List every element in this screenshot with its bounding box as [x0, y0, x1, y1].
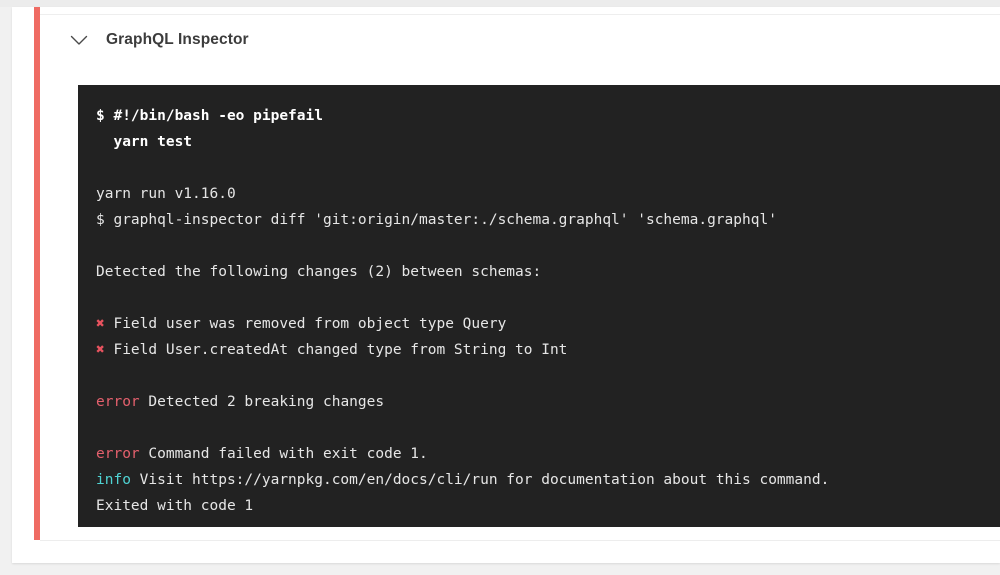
terminal-line: [96, 363, 996, 389]
terminal-line: [96, 155, 996, 181]
terminal-line: ✖ Field user was removed from object typ…: [96, 311, 996, 337]
terminal-line-text: Detected 2 breaking changes: [139, 394, 385, 410]
terminal-line: $ graphql-inspector diff 'git:origin/mas…: [96, 207, 996, 233]
terminal-line-text: Field User.createdAt changed type from S…: [104, 342, 568, 358]
terminal-line-text: Command failed with exit code 1.: [139, 446, 428, 462]
terminal-command-text: yarn test: [96, 134, 193, 150]
terminal-line: [96, 285, 996, 311]
terminal-line: info Visit https://yarnpkg.com/en/docs/c…: [96, 467, 996, 493]
terminal-line-text: Visit https://yarnpkg.com/en/docs/cli/ru…: [130, 472, 830, 488]
terminal-line-text: Detected the following changes (2) betwe…: [96, 264, 542, 280]
terminal-log-panel[interactable]: $ #!/bin/bash -eo pipefail yarn test yar…: [78, 85, 1000, 527]
terminal-line: Exited with code 1: [96, 493, 996, 519]
log-level-token: error: [96, 394, 140, 410]
log-level-token: info: [96, 472, 131, 488]
terminal-line: ✖ Field User.createdAt changed type from…: [96, 337, 996, 363]
job-status-accent-bar: [34, 7, 40, 540]
cross-icon: ✖: [96, 316, 105, 332]
terminal-command-text: $ #!/bin/bash -eo pipefail: [96, 108, 323, 124]
terminal-line: Detected the following changes (2) betwe…: [96, 259, 996, 285]
terminal-log-lines: $ #!/bin/bash -eo pipefail yarn test yar…: [78, 85, 1000, 527]
cross-icon: ✖: [96, 342, 105, 358]
top-gutter-strip: [0, 0, 1000, 7]
job-header-toggle[interactable]: GraphQL Inspector: [40, 8, 1000, 72]
terminal-line: error Detected 2 breaking changes: [96, 389, 996, 415]
terminal-line-text: Exited with code 1: [96, 498, 254, 514]
terminal-line: yarn test: [96, 129, 996, 155]
terminal-line-text: yarn run v1.16.0: [96, 186, 236, 202]
terminal-line: [96, 415, 996, 441]
chevron-down-icon[interactable]: [66, 27, 92, 53]
terminal-line: yarn run v1.16.0: [96, 181, 996, 207]
job-title: GraphQL Inspector: [106, 30, 249, 48]
terminal-line: error Command failed with exit code 1.: [96, 441, 996, 467]
header-top-divider: [40, 14, 1000, 15]
card-footer: [40, 541, 1000, 563]
log-level-token: error: [96, 446, 140, 462]
job-card: GraphQL Inspector $ #!/bin/bash -eo pipe…: [12, 7, 1000, 563]
terminal-line-text: Field user was removed from object type …: [104, 316, 507, 332]
terminal-line-text: $ graphql-inspector diff 'git:origin/mas…: [96, 212, 777, 228]
terminal-line: [96, 233, 996, 259]
card-bottom-divider: [40, 540, 1000, 541]
terminal-line: $ #!/bin/bash -eo pipefail: [96, 103, 996, 129]
